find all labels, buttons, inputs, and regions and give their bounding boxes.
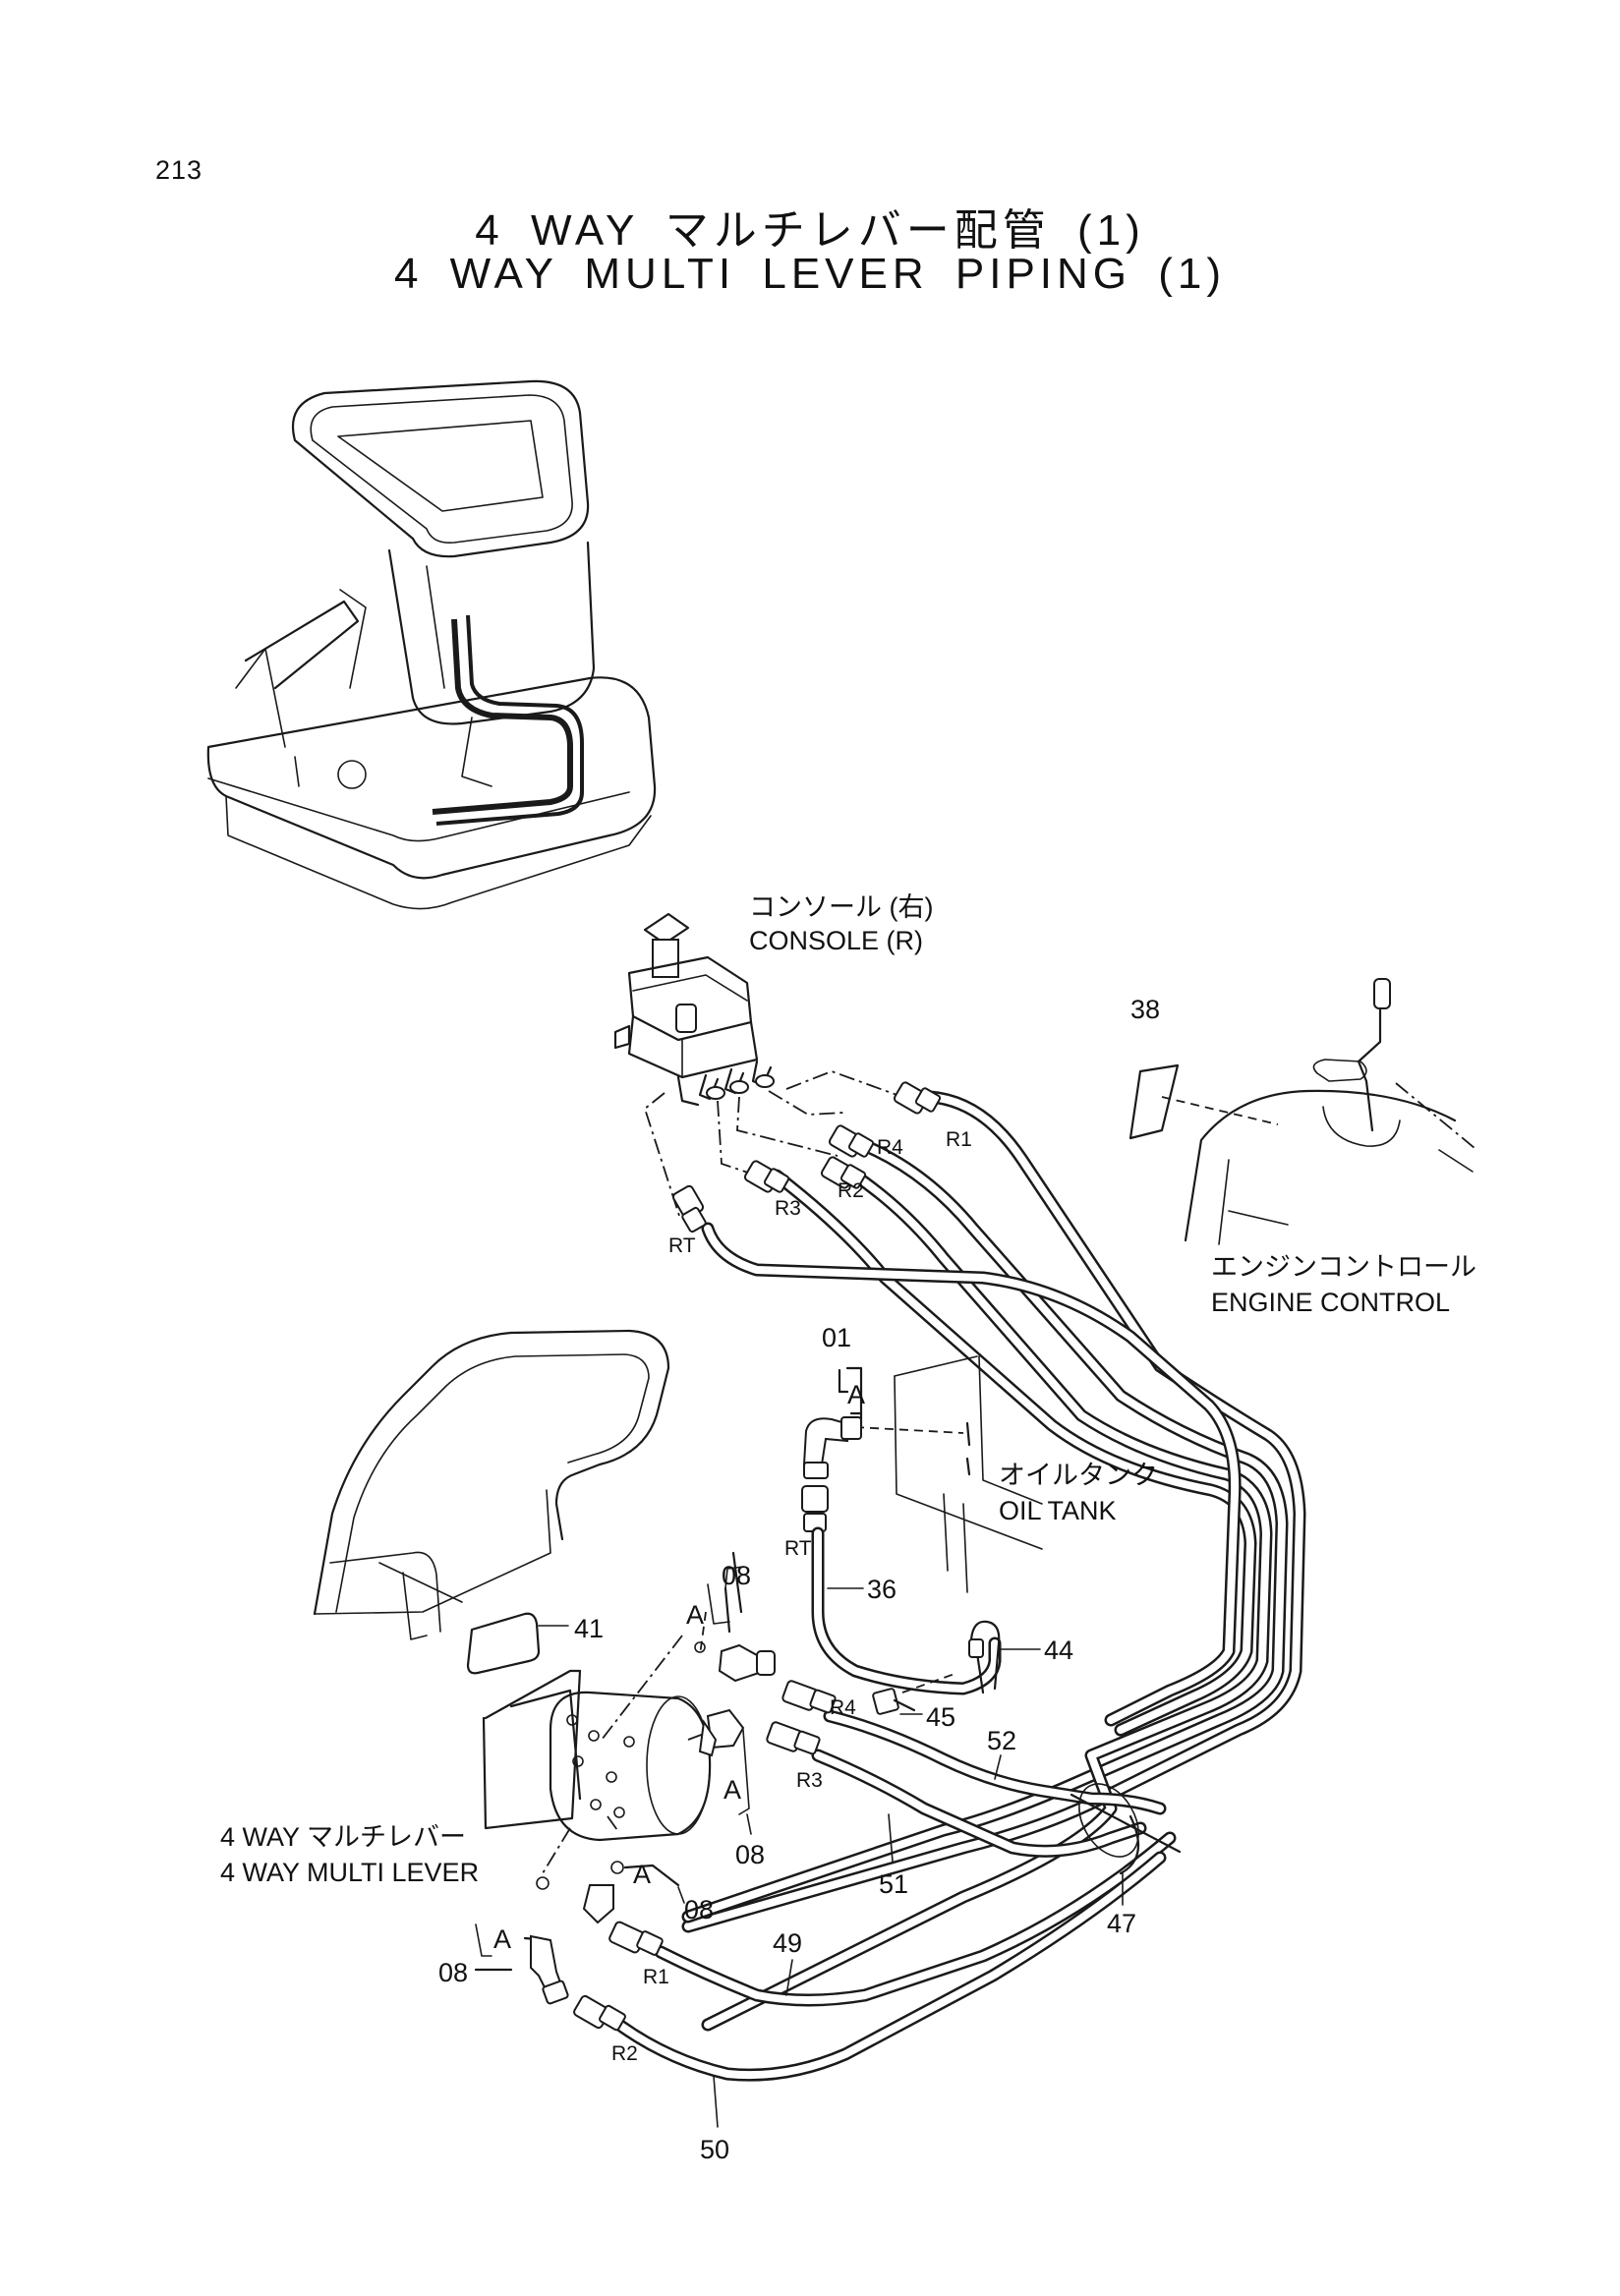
top-hose-fittings <box>671 1081 942 1234</box>
part-number-50: 50 <box>700 2135 729 2164</box>
hose-bracket <box>968 1620 1001 1694</box>
page-title-japanese: 4 WAY マルチレバー配管 (1) <box>475 206 1145 255</box>
oil-tank-illustration <box>854 1355 1043 1593</box>
oil-tank-label-japanese: オイルタンク <box>999 1461 1158 1490</box>
port-label-rt-tank: RT <box>784 1537 812 1560</box>
hose-bundle <box>612 1090 1306 2082</box>
port-label-r1-lever: R1 <box>643 1966 669 1988</box>
detail-label-a-left: A <box>686 1600 704 1630</box>
tank-elbow-fitting <box>801 1366 863 1532</box>
cab-overview-illustration <box>206 379 657 910</box>
part-number-08-left: 08 <box>438 1958 468 1987</box>
part-number-47: 47 <box>1107 1909 1136 1938</box>
part-number-45: 45 <box>926 1702 955 1732</box>
engine-control-illustration <box>1128 978 1475 1245</box>
part-number-41: 41 <box>574 1614 604 1643</box>
detail-label-a-mid: A <box>723 1775 741 1805</box>
port-label-r4-lever: R4 <box>830 1696 856 1719</box>
port-label-r4-top: R4 <box>877 1136 903 1159</box>
port-label-r1-top: R1 <box>946 1128 972 1151</box>
detail-label-a-tank: A <box>847 1380 865 1409</box>
multi-lever-label-english: 4 WAY MULTI LEVER <box>220 1858 479 1887</box>
engine-control-label-japanese: エンジンコントロール <box>1211 1252 1476 1282</box>
left-console-box-illustration <box>313 1329 670 1640</box>
part-number-52: 52 <box>987 1726 1016 1755</box>
part-number-08-low: 08 <box>684 1895 714 1924</box>
console-label-japanese: コンソール (右) <box>749 892 933 922</box>
part-number-08-mid: 08 <box>735 1840 765 1869</box>
port-label-r2-top: R2 <box>838 1179 864 1202</box>
part-number-08-top: 08 <box>722 1561 751 1590</box>
page-title-english: 4 WAY MULTI LEVER PIPING (1) <box>393 250 1227 298</box>
page-number: 213 <box>155 155 203 185</box>
engine-control-label-english: ENGINE CONTROL <box>1211 1288 1450 1317</box>
port-label-r3-lever: R3 <box>796 1769 823 1792</box>
lever-hose-fittings <box>573 1680 837 2032</box>
detail-label-a-bottom: A <box>493 1924 511 1954</box>
part-number-44: 44 <box>1044 1636 1073 1665</box>
port-label-r3-top: R3 <box>775 1197 801 1220</box>
part-number-51: 51 <box>879 1869 908 1899</box>
console-pilot-valve <box>613 912 775 1107</box>
part-number-01: 01 <box>822 1323 851 1352</box>
part-number-38: 38 <box>1130 995 1160 1024</box>
console-label-english: CONSOLE (R) <box>749 926 923 955</box>
multi-lever-block <box>482 1669 712 1842</box>
hose-clamp <box>1070 1783 1182 1875</box>
detail-label-a-low: A <box>633 1860 651 1889</box>
port-label-rt-top: RT <box>668 1234 696 1257</box>
part-number-36: 36 <box>867 1575 897 1604</box>
multi-lever-label-japanese: 4 WAY マルチレバー <box>220 1822 466 1852</box>
part-number-49: 49 <box>773 1928 802 1958</box>
oil-tank-label-english: OIL TANK <box>999 1496 1117 1525</box>
bolt <box>872 1688 916 1715</box>
port-label-r2-lever: R2 <box>611 2042 638 2065</box>
